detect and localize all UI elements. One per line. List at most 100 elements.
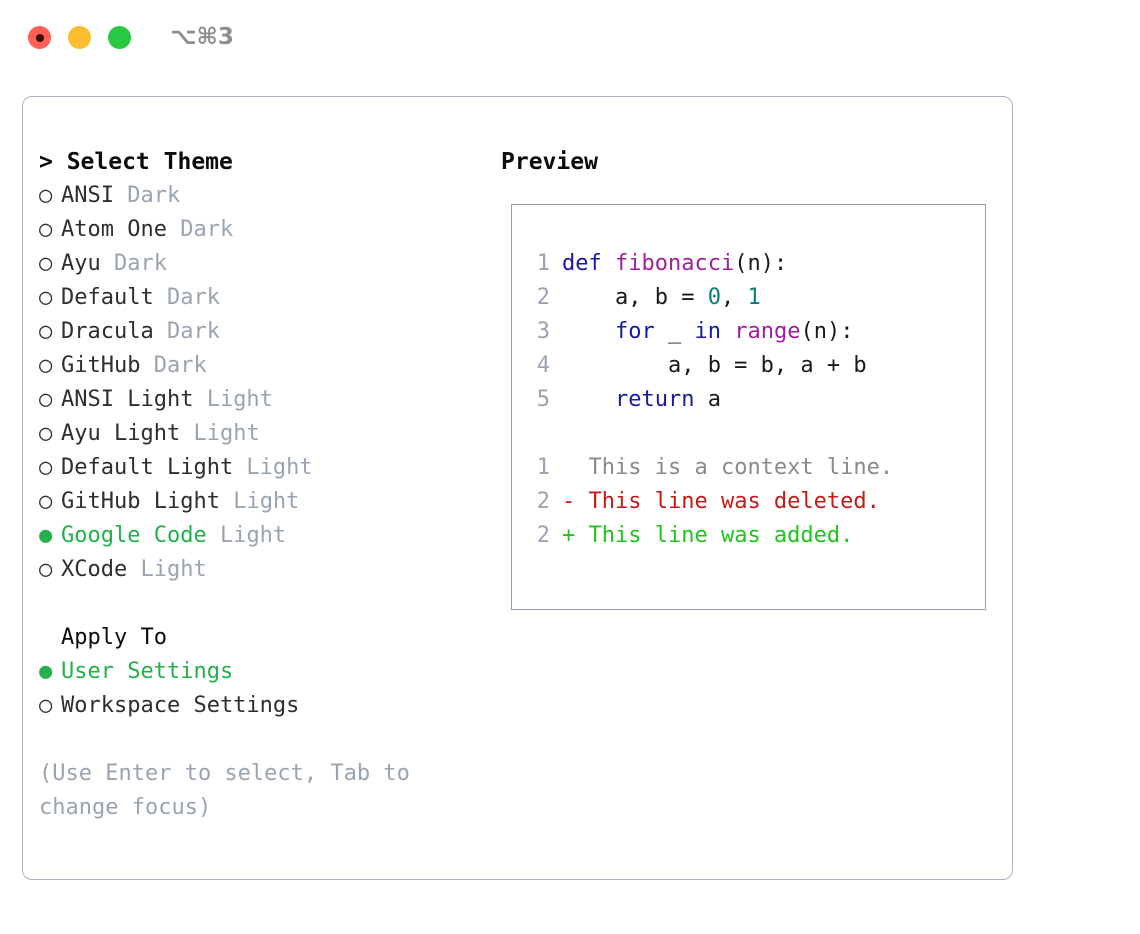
code-token-plain: a, b = b, a + b — [562, 353, 867, 378]
radio-unselected-icon: ○ — [39, 421, 53, 446]
theme-list-item[interactable]: ○ Default Light Light — [39, 451, 489, 485]
theme-name: Default Light — [61, 455, 234, 480]
theme-name: Google Code — [61, 523, 207, 548]
main-panel: > Select Theme ○ANSI Dark○Atom One Dark○… — [22, 96, 1013, 880]
theme-kind-label: Light — [219, 489, 300, 514]
code-token-plain: _ — [654, 319, 695, 344]
apply-to-option[interactable]: ○Workspace Settings — [39, 689, 489, 723]
code-line-number: 1 — [536, 455, 550, 480]
code-token-plain — [721, 319, 734, 344]
theme-selector-column: > Select Theme ○ANSI Dark○Atom One Dark○… — [39, 145, 489, 825]
diff-sign: + — [562, 523, 589, 548]
code-line: 1 def fibonacci(n): — [524, 247, 979, 281]
theme-kind-label: Dark — [100, 251, 167, 276]
code-token-plain — [602, 251, 615, 276]
theme-list-item[interactable]: ○GitHub Light Light — [39, 485, 489, 519]
keyboard-hint-text: (Use Enter to select, Tab to change focu… — [39, 761, 424, 820]
code-token-plain — [562, 319, 615, 344]
theme-list-item[interactable]: ○ GitHub Dark — [39, 349, 489, 383]
radio-unselected-icon: ○ — [39, 319, 53, 344]
theme-list-item[interactable]: ○Ayu Light Light — [39, 417, 489, 451]
code-token-num: 0 — [707, 285, 721, 310]
theme-name: ANSI — [61, 183, 114, 208]
code-line-number: 2 — [536, 489, 550, 514]
apply-to-label: Workspace Settings — [61, 693, 300, 718]
radio-unselected-icon: ○ — [39, 217, 53, 242]
code-token-kw: return — [614, 387, 695, 412]
theme-kind-label: Light — [193, 387, 273, 412]
code-token-kw: for — [614, 319, 655, 344]
diff-line: 2 + This line was added. — [524, 519, 979, 553]
diff-text: This line was added. — [588, 523, 854, 548]
code-token-kw: def — [562, 251, 602, 276]
code-line-number: 5 — [536, 387, 550, 412]
title-bar: ⌥⌘3 — [0, 0, 1140, 78]
theme-list-item[interactable]: ○Dracula Dark — [39, 315, 489, 349]
theme-name: GitHub Light — [61, 489, 220, 514]
theme-kind-label: Light — [180, 421, 260, 446]
minimize-button[interactable] — [68, 26, 91, 49]
code-line: 3 for _ in range(n): — [524, 315, 979, 349]
diff-text: This line was deleted. — [588, 489, 880, 514]
theme-name: GitHub — [61, 353, 141, 378]
theme-list-item[interactable]: ○Default Dark — [39, 281, 489, 315]
code-line-number: 1 — [536, 251, 550, 276]
theme-list-item[interactable]: ○ Ayu Dark — [39, 247, 489, 281]
theme-kind-label: Dark — [140, 353, 207, 378]
radio-unselected-icon: ○ — [39, 285, 53, 310]
keyboard-shortcut-label: ⌥⌘3 — [170, 24, 234, 50]
radio-unselected-icon: ○ — [39, 353, 53, 378]
diff-text: This is a context line. — [588, 455, 894, 480]
theme-list-item[interactable]: ○XCode Light — [39, 553, 489, 587]
code-token-plain — [562, 387, 615, 412]
theme-name: Ayu — [61, 251, 101, 276]
theme-kind-label: Light — [127, 557, 207, 582]
code-blank-line — [524, 417, 979, 451]
theme-name: XCode — [61, 557, 128, 582]
theme-kind-label: Dark — [166, 217, 234, 242]
select-theme-header: > Select Theme — [39, 149, 233, 175]
zoom-button[interactable] — [108, 26, 131, 49]
apply-to-list[interactable]: ● User Settings ○Workspace Settings — [39, 655, 489, 723]
apply-to-option[interactable]: ● User Settings — [39, 655, 489, 689]
apply-to-label: User Settings — [61, 659, 234, 684]
code-token-plain: (n): — [800, 319, 854, 344]
code-token-fn: range — [734, 319, 801, 344]
code-token-num: 1 — [747, 285, 761, 310]
radio-unselected-icon: ○ — [39, 183, 53, 208]
theme-list-item[interactable]: ○Atom One Dark — [39, 213, 489, 247]
recording-indicator-icon — [35, 33, 44, 42]
theme-kind-label: Light — [233, 455, 313, 480]
apply-to-header: Apply To — [61, 625, 167, 650]
diff-line: 2- This line was deleted. — [524, 485, 979, 519]
close-button[interactable] — [28, 26, 51, 49]
code-line-number: 2 — [536, 523, 550, 548]
code-line-number: 2 — [536, 285, 550, 310]
radio-unselected-icon: ○ — [39, 455, 53, 480]
theme-list[interactable]: ○ANSI Dark○Atom One Dark○Ayu Dark○Defaul… — [39, 179, 489, 587]
code-token-fn: fibonacci — [615, 251, 735, 276]
code-line: 5 return a — [524, 383, 979, 417]
theme-kind-label: Dark — [153, 285, 220, 310]
code-token-kw: in — [694, 319, 721, 344]
code-line-number: 4 — [536, 353, 550, 378]
code-line-number: 3 — [536, 319, 550, 344]
theme-name: ANSI Light — [61, 387, 194, 412]
theme-list-item[interactable]: ○ ANSI Dark — [39, 179, 489, 213]
code-line: 4 a, b = b, a + b — [524, 349, 979, 383]
theme-kind-label: Dark — [113, 183, 181, 208]
list-spacer — [39, 587, 489, 621]
theme-kind-label: Dark — [153, 319, 220, 344]
code-token-plain: a — [694, 387, 721, 412]
radio-selected-icon: ● — [39, 659, 53, 684]
radio-unselected-icon: ○ — [39, 251, 53, 276]
theme-list-item[interactable]: ○ANSI Light Light — [39, 383, 489, 417]
theme-list-item[interactable]: ●Google Code Light — [39, 519, 489, 553]
preview-header: Preview — [501, 149, 598, 175]
code-token-plain: , — [720, 285, 748, 310]
code-token-plain: (n): — [734, 251, 788, 276]
